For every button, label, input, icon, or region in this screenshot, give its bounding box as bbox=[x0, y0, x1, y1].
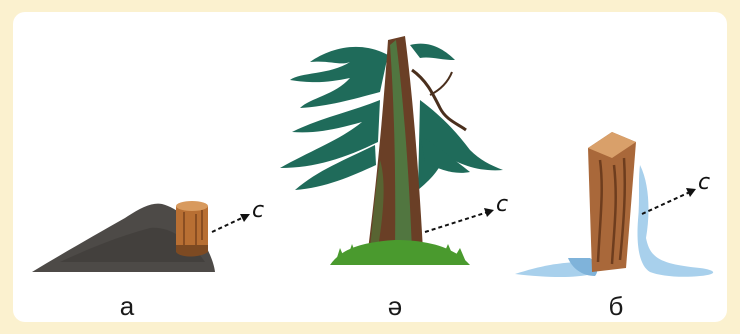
pointer-label-ae: c bbox=[496, 192, 509, 217]
stump-b bbox=[588, 132, 636, 272]
caption-a: а bbox=[119, 291, 135, 321]
spruce-branches bbox=[280, 43, 503, 190]
arrow-b bbox=[641, 188, 696, 215]
scene-ae bbox=[280, 36, 503, 265]
pointer-label-b: c bbox=[698, 170, 711, 195]
scene-b bbox=[515, 132, 714, 277]
spruce-trunk bbox=[368, 36, 467, 250]
arrow-ae bbox=[424, 208, 494, 233]
stump-a bbox=[176, 201, 208, 257]
snow bbox=[515, 165, 714, 277]
scene-a bbox=[32, 201, 250, 272]
arrow-a bbox=[211, 214, 250, 233]
spruce-grass bbox=[330, 240, 470, 265]
caption-b: б bbox=[608, 291, 624, 321]
pointer-label-a: c bbox=[252, 198, 265, 223]
caption-ae: ә bbox=[387, 291, 403, 321]
